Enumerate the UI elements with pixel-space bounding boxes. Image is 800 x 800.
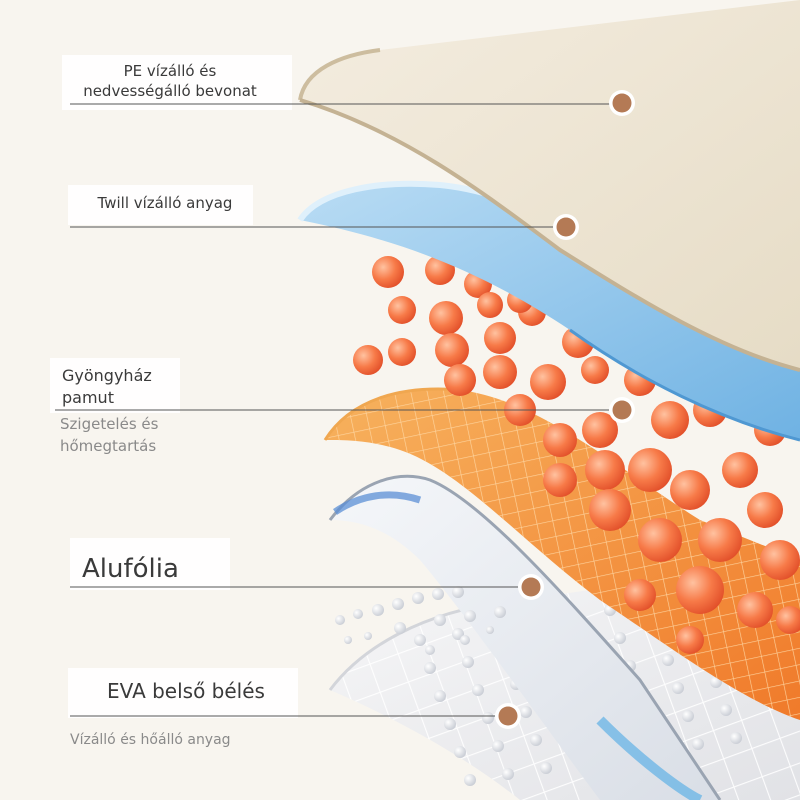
foil-dot [464, 610, 476, 622]
eva-dot [444, 718, 456, 730]
eva-dot [502, 768, 514, 780]
heat-bead [747, 492, 783, 528]
eva-dot [692, 738, 704, 750]
heat-bead-group [353, 255, 800, 654]
foil-dot [353, 609, 363, 619]
foil-dot [344, 636, 352, 644]
heat-bead [585, 450, 625, 490]
heat-bead [444, 364, 476, 396]
eva-dot [540, 762, 552, 774]
eva-label-bg [68, 668, 298, 718]
heat-bead [698, 518, 742, 562]
heat-bead [624, 579, 656, 611]
eva-dot [614, 632, 626, 644]
pe-layer [298, 0, 800, 372]
eva-dot [520, 706, 532, 718]
foil-dot [434, 614, 446, 626]
foil-dot [335, 615, 345, 625]
heat-bead [530, 364, 566, 400]
foil-marker [518, 574, 544, 600]
pe-title-line-1: PE vízálló és [124, 62, 217, 80]
heat-bead [651, 401, 689, 439]
foil-dot [412, 592, 424, 604]
eva-dot [472, 684, 484, 696]
eva-dot [424, 662, 436, 674]
heat-bead [760, 540, 800, 580]
heat-bead [676, 566, 724, 614]
foil-dot [392, 598, 404, 610]
heat-bead [483, 355, 517, 389]
heat-bead [372, 256, 404, 288]
heat-bead [581, 356, 609, 384]
foil-dot [486, 626, 494, 634]
heat-bead [628, 448, 672, 492]
eva-dot [414, 634, 426, 646]
eva-subtitle: Vízálló és hőálló anyag [70, 732, 231, 748]
pearl-title-line-2: pamut [62, 388, 114, 407]
foil-dot [394, 622, 406, 634]
heat-bead [477, 292, 503, 318]
pearl-title-line-1: Gyöngyház [62, 366, 152, 385]
pearl-marker [609, 397, 635, 423]
eva-dot [672, 682, 684, 694]
twill-label-bg [68, 185, 253, 225]
eva-title: EVA belső bélés [107, 679, 265, 703]
foil-dot [460, 635, 470, 645]
heat-bead [353, 345, 383, 375]
heat-bead [435, 333, 469, 367]
heat-bead [582, 412, 618, 448]
heat-bead [638, 518, 682, 562]
heat-bead [776, 606, 800, 634]
pearl-subtitle-line-2: hőmegtartás [60, 437, 156, 455]
eva-dot [682, 710, 694, 722]
pearl-label-bg [50, 358, 180, 413]
eva-dot [720, 704, 732, 716]
heat-bead [543, 423, 577, 457]
eva-dot [730, 732, 742, 744]
heat-bead [388, 338, 416, 366]
pe-title-line-2: nedvességálló bevonat [83, 82, 257, 100]
eva-dot [434, 690, 446, 702]
twill-title: Twill vízálló anyag [97, 194, 233, 212]
foil-dot [425, 645, 435, 655]
heat-bead [676, 626, 704, 654]
foil-layer [328, 474, 722, 800]
foil-dot [432, 588, 444, 600]
eva-dot [482, 712, 494, 724]
foil-dot [452, 586, 464, 598]
eva-dot [464, 774, 476, 786]
heat-bead [484, 322, 516, 354]
eva-dot [454, 746, 466, 758]
foil-dot-group [335, 586, 506, 655]
twill-marker [553, 214, 579, 240]
pe-marker [609, 90, 635, 116]
eva-dot [492, 740, 504, 752]
pearl-subtitle-line-1: Szigetelés és [60, 415, 159, 433]
eva-dot [662, 654, 674, 666]
heat-bead [388, 296, 416, 324]
heat-bead [589, 489, 631, 531]
heat-bead [722, 452, 758, 488]
eva-dot [530, 734, 542, 746]
heat-bead [429, 301, 463, 335]
foil-dot [364, 632, 372, 640]
heat-bead [737, 592, 773, 628]
pe-label-bg [62, 55, 292, 110]
foil-title: Alufólia [82, 554, 179, 584]
eva-marker [495, 703, 521, 729]
foil-dot [372, 604, 384, 616]
heat-bead [543, 463, 577, 497]
eva-dot [462, 656, 474, 668]
heat-bead [670, 470, 710, 510]
foil-dot [494, 606, 506, 618]
foil-label-bg [70, 538, 230, 590]
